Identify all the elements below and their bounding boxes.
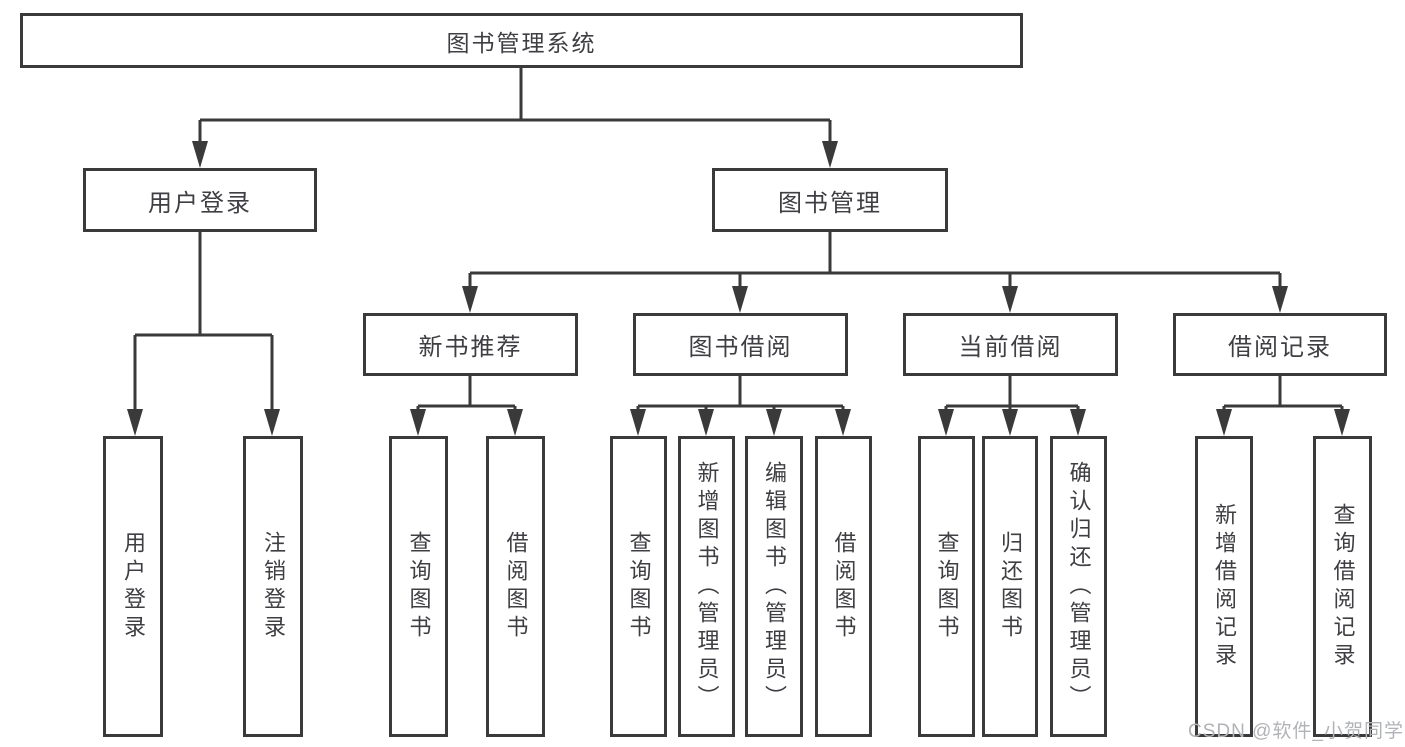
leaf-borrow-books-borrowing: 借阅图书	[815, 436, 872, 737]
node-book-management: 图书管理	[712, 168, 948, 232]
leaf-confirm-return-admin: 确认归还（管理员）	[1050, 436, 1107, 737]
leaf-borrow-books-recommend: 借阅图书	[486, 436, 545, 737]
leaf-query-books-current: 查询图书	[918, 436, 975, 737]
node-library-management-system: 图书管理系统	[20, 13, 1023, 68]
leaf-query-books-recommend: 查询图书	[389, 436, 448, 737]
node-current-borrowing: 当前借阅	[903, 313, 1118, 376]
node-new-book-recommendation: 新书推荐	[363, 313, 578, 376]
leaf-return-books: 归还图书	[982, 436, 1038, 737]
node-book-borrowing: 图书借阅	[633, 313, 848, 376]
node-user-login: 用户登录	[83, 168, 317, 232]
leaf-logout-login: 注销登录	[243, 436, 303, 737]
leaf-query-borrow-record: 查询借阅记录	[1313, 436, 1372, 737]
node-borrowing-records: 借阅记录	[1173, 313, 1387, 376]
leaf-user-login: 用户登录	[103, 436, 163, 737]
leaf-add-books-admin: 新增图书（管理员）	[678, 436, 735, 737]
leaf-add-borrow-record: 新增借阅记录	[1195, 436, 1253, 737]
leaf-query-books-borrowing: 查询图书	[610, 436, 667, 737]
leaf-edit-books-admin: 编辑图书（管理员）	[745, 436, 803, 737]
watermark: CSDN @软件_小贺同学	[1188, 721, 1404, 742]
